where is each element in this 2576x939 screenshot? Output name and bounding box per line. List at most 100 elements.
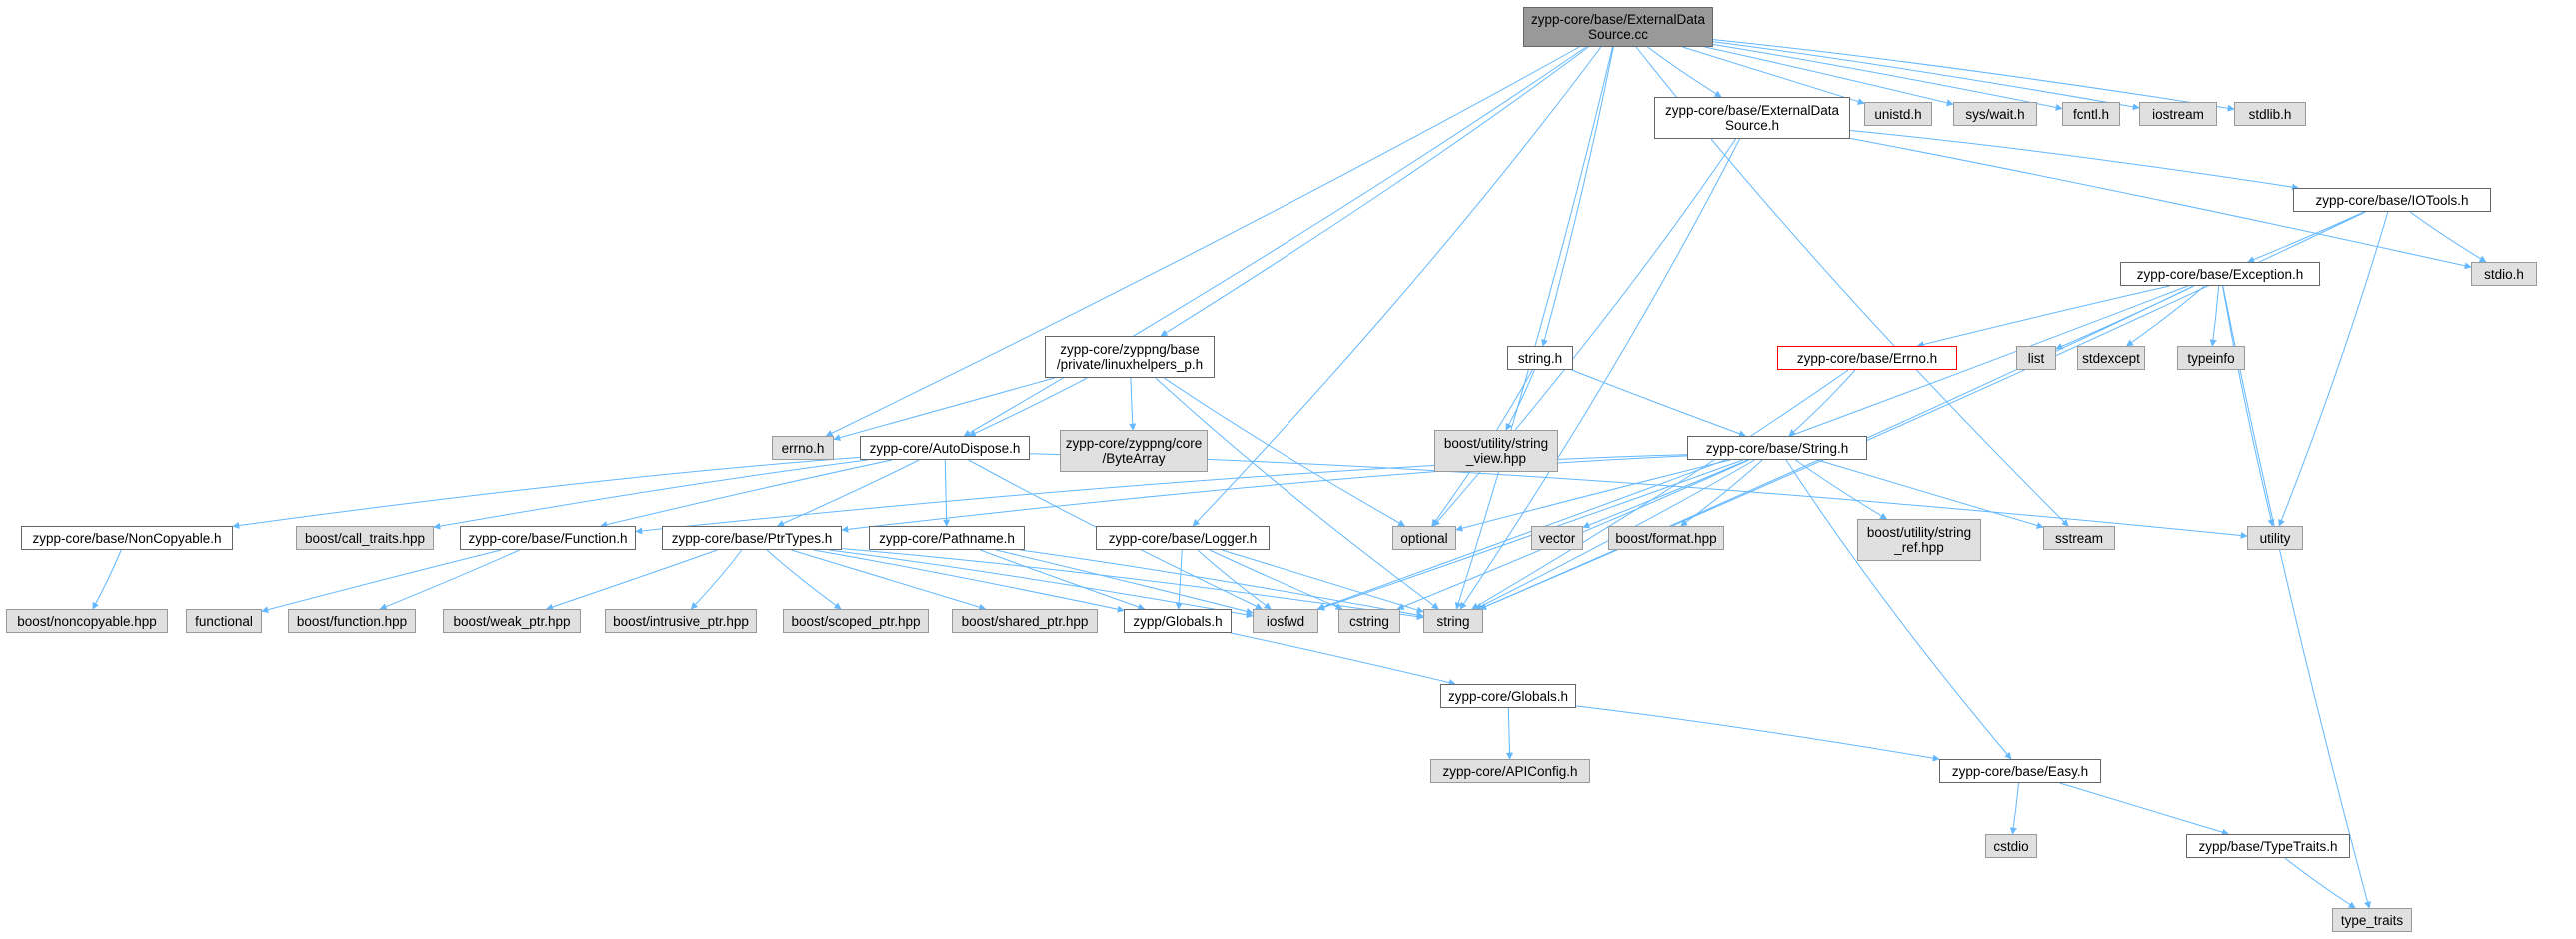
edge-layer <box>92 39 2487 909</box>
node-ptrtypes[interactable]: zypp-core/base/PtrTypes.h <box>662 526 842 550</box>
node-label: cstdio <box>1993 838 2029 854</box>
edge-linuxhelpers-to-autodispose <box>968 377 1088 437</box>
node-label: boost/utility/string_view.hpp <box>1443 436 1549 466</box>
edge-errnoh-to-string <box>1471 369 1849 610</box>
node-stdexcept: stdexcept <box>2077 346 2145 370</box>
node-stringviewhpp: boost/utility/string_view.hpp <box>1434 430 1558 472</box>
node-label: fcntl.h <box>2072 106 2110 122</box>
edge-linuxhelpers-to-optional <box>1163 377 1406 527</box>
edge-errnoh-to-stringh2 <box>1788 369 1856 437</box>
edge-stringh2-to-easy <box>1785 459 2012 760</box>
edge-exception-to-errnoh <box>1916 285 2170 348</box>
edge-autodispose-to-noncopyable <box>232 456 861 529</box>
node-label: string <box>1436 613 1470 629</box>
edge-coreglobals-to-apiconfig <box>1505 707 1513 760</box>
edge-ptrtypes-to-sharedptr <box>791 549 987 611</box>
node-functional: functional <box>186 609 262 633</box>
node-cstring: cstring <box>1338 609 1400 633</box>
node-label: zypp-core/base/Exception.h <box>2136 266 2304 282</box>
node-label: zypp-core/base/NonCopyable.h <box>32 530 222 546</box>
node-iotools[interactable]: zypp-core/base/IOTools.h <box>2293 188 2491 212</box>
edge-easy-to-cstdio <box>2009 782 2020 835</box>
node-list: list <box>2016 346 2056 370</box>
node-label: boost/scoped_ptr.hpp <box>791 613 921 629</box>
edge-root-to-unistd <box>1682 46 1865 105</box>
node-typetraitsh[interactable]: zypp/base/TypeTraits.h <box>2186 834 2350 858</box>
edge-zyppglobals-to-coreglobals <box>1230 632 1456 686</box>
node-cstdio: cstdio <box>1985 834 2037 858</box>
edge-stringh2-to-stringrefhpp <box>1795 459 1888 520</box>
node-linuxhelpers[interactable]: zypp-core/zyppng/base/private/linuxhelpe… <box>1045 336 1215 378</box>
edge-extdsh-to-iotools <box>1849 130 2300 191</box>
node-stringh2[interactable]: zypp-core/base/String.h <box>1687 436 1867 460</box>
node-label: zypp-core/zyppng/base/private/linuxhelpe… <box>1056 342 1204 372</box>
edge-stringh2-to-optional <box>1455 459 1731 532</box>
node-syswait: sys/wait.h <box>1953 102 2037 126</box>
edge-iotools-to-utility <box>2278 211 2389 527</box>
node-label: zypp-core/base/String.h <box>1705 440 1849 456</box>
node-coreglobals[interactable]: zypp-core/Globals.h <box>1440 684 1576 708</box>
node-boostfunction: boost/function.hpp <box>288 609 416 633</box>
edge-logger-to-zyppglobals <box>1175 549 1183 610</box>
node-label: iostream <box>2152 106 2204 122</box>
node-pathname[interactable]: zypp-core/Pathname.h <box>869 526 1025 550</box>
node-noncopyable[interactable]: zypp-core/base/NonCopyable.h <box>21 526 233 550</box>
node-function[interactable]: zypp-core/base/Function.h <box>460 526 636 550</box>
node-label: boost/call_traits.hpp <box>304 530 426 546</box>
node-label: list <box>2027 350 2045 366</box>
edge-pathname-to-zyppglobals <box>980 549 1146 611</box>
node-label: zypp-core/base/PtrTypes.h <box>671 530 833 546</box>
node-errnoh[interactable]: zypp-core/base/Errno.h <box>1777 346 1957 370</box>
node-label: stdio.h <box>2484 266 2524 282</box>
edge-logger-to-cstring <box>1209 549 1343 610</box>
node-label: typeinfo <box>2187 350 2235 366</box>
edge-iotools-to-stdio <box>2409 211 2487 263</box>
node-calltraits: boost/call_traits.hpp <box>296 526 434 550</box>
node-label: boost/shared_ptr.hpp <box>961 613 1089 629</box>
node-utility: utility <box>2247 526 2303 550</box>
edge-logger-to-iosfwd <box>1197 549 1272 610</box>
node-label: vector <box>1538 530 1576 546</box>
node-label: zypp-core/base/Logger.h <box>1108 530 1258 546</box>
edge-root-to-linuxhelpers <box>1160 46 1589 337</box>
node-stringrefhpp: boost/utility/string_ref.hpp <box>1857 519 1981 561</box>
edge-exception-to-typetraits <box>2222 285 2371 909</box>
edge-typetraitsh-to-typetraits <box>2284 857 2356 909</box>
edge-root-to-iostream <box>1712 41 2140 111</box>
node-label: boost/intrusive_ptr.hpp <box>613 613 749 629</box>
node-label: zypp-core/base/Errno.h <box>1796 350 1938 366</box>
edge-pathname-to-string <box>1020 549 1424 619</box>
edge-autodispose-to-function <box>600 459 893 528</box>
node-label: iosfwd <box>1266 613 1305 629</box>
edge-autodispose-to-utility <box>1029 453 2248 539</box>
node-label: zypp-core/base/Function.h <box>468 530 628 546</box>
edge-exception-to-typeinfo <box>2209 285 2220 347</box>
edge-root-to-syswait <box>1704 46 1954 107</box>
edge-root-to-extdsh <box>1647 46 1722 98</box>
node-label: boost/weak_ptr.hpp <box>453 613 571 629</box>
node-apiconfig: zypp-core/APIConfig.h <box>1430 759 1590 783</box>
node-string: string <box>1423 609 1483 633</box>
node-autodispose[interactable]: zypp-core/AutoDispose.h <box>860 436 1030 460</box>
edge-easy-to-typetraitsh <box>2059 782 2229 836</box>
node-label: functional <box>195 613 253 629</box>
node-sharedptr: boost/shared_ptr.hpp <box>952 609 1098 633</box>
edge-iotools-to-exception <box>2247 211 2365 263</box>
edge-root-to-string <box>1454 46 1613 610</box>
node-zyppglobals[interactable]: zypp/Globals.h <box>1124 609 1232 633</box>
edge-stringh-to-stringh2 <box>1571 369 1747 438</box>
edge-ptrtypes-to-zyppglobals <box>813 549 1125 613</box>
node-errno: errno.h <box>772 436 834 460</box>
edge-root-to-stdlib <box>1712 39 2235 112</box>
node-label: boost/function.hpp <box>296 613 408 629</box>
node-label: sstream <box>2054 530 2103 546</box>
node-stringh[interactable]: string.h <box>1507 346 1573 370</box>
node-sstream: sstream <box>2043 526 2115 550</box>
node-easy[interactable]: zypp-core/base/Easy.h <box>1939 759 2101 783</box>
node-label: zypp/base/TypeTraits.h <box>2198 838 2338 854</box>
node-logger[interactable]: zypp-core/base/Logger.h <box>1096 526 1270 550</box>
node-exception[interactable]: zypp-core/base/Exception.h <box>2120 262 2320 286</box>
